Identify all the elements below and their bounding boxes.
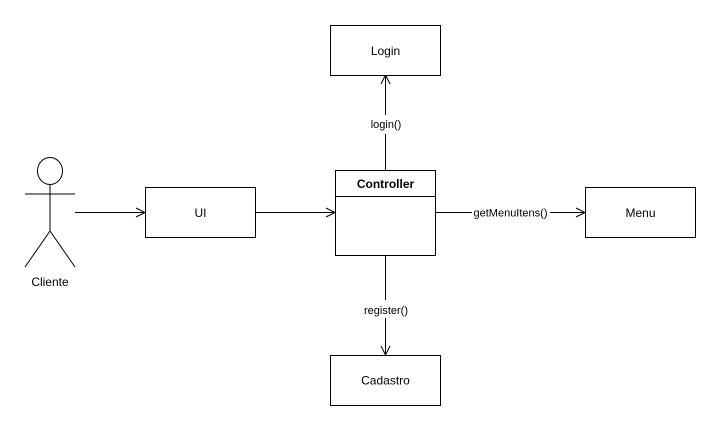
node-login[interactable]: Login [330,25,441,76]
node-ui-label: UI [195,206,207,220]
edge-actor-ui [75,207,147,218]
edge-controller-login: login() [371,73,402,170]
edge-controller-menu: getMenuItens() [435,206,587,220]
node-ui[interactable]: UI [145,187,256,238]
edge-label-menu: getMenuItens() [474,208,548,220]
node-cadastro-label: Cadastro [361,374,410,388]
edge-label-bg [472,206,550,219]
actor-cliente[interactable]: Cliente [24,157,76,290]
actor-left-leg [24,230,51,268]
edge-ui-controller [255,207,337,218]
edge-controller-cadastro: register() [364,255,408,357]
edge-label-login: login() [371,119,402,131]
actor-right-leg [49,230,76,268]
node-cadastro[interactable]: Cadastro [330,355,441,406]
edge-label-cadastro: register() [364,305,408,317]
node-menu-label: Menu [625,206,655,220]
actor-label: Cliente [31,275,69,289]
node-controller-label: Controller [357,177,415,191]
actor-head [37,157,63,185]
node-menu[interactable]: Menu [585,187,696,238]
node-login-label: Login [371,44,400,58]
node-controller[interactable]: Controller [335,170,436,256]
